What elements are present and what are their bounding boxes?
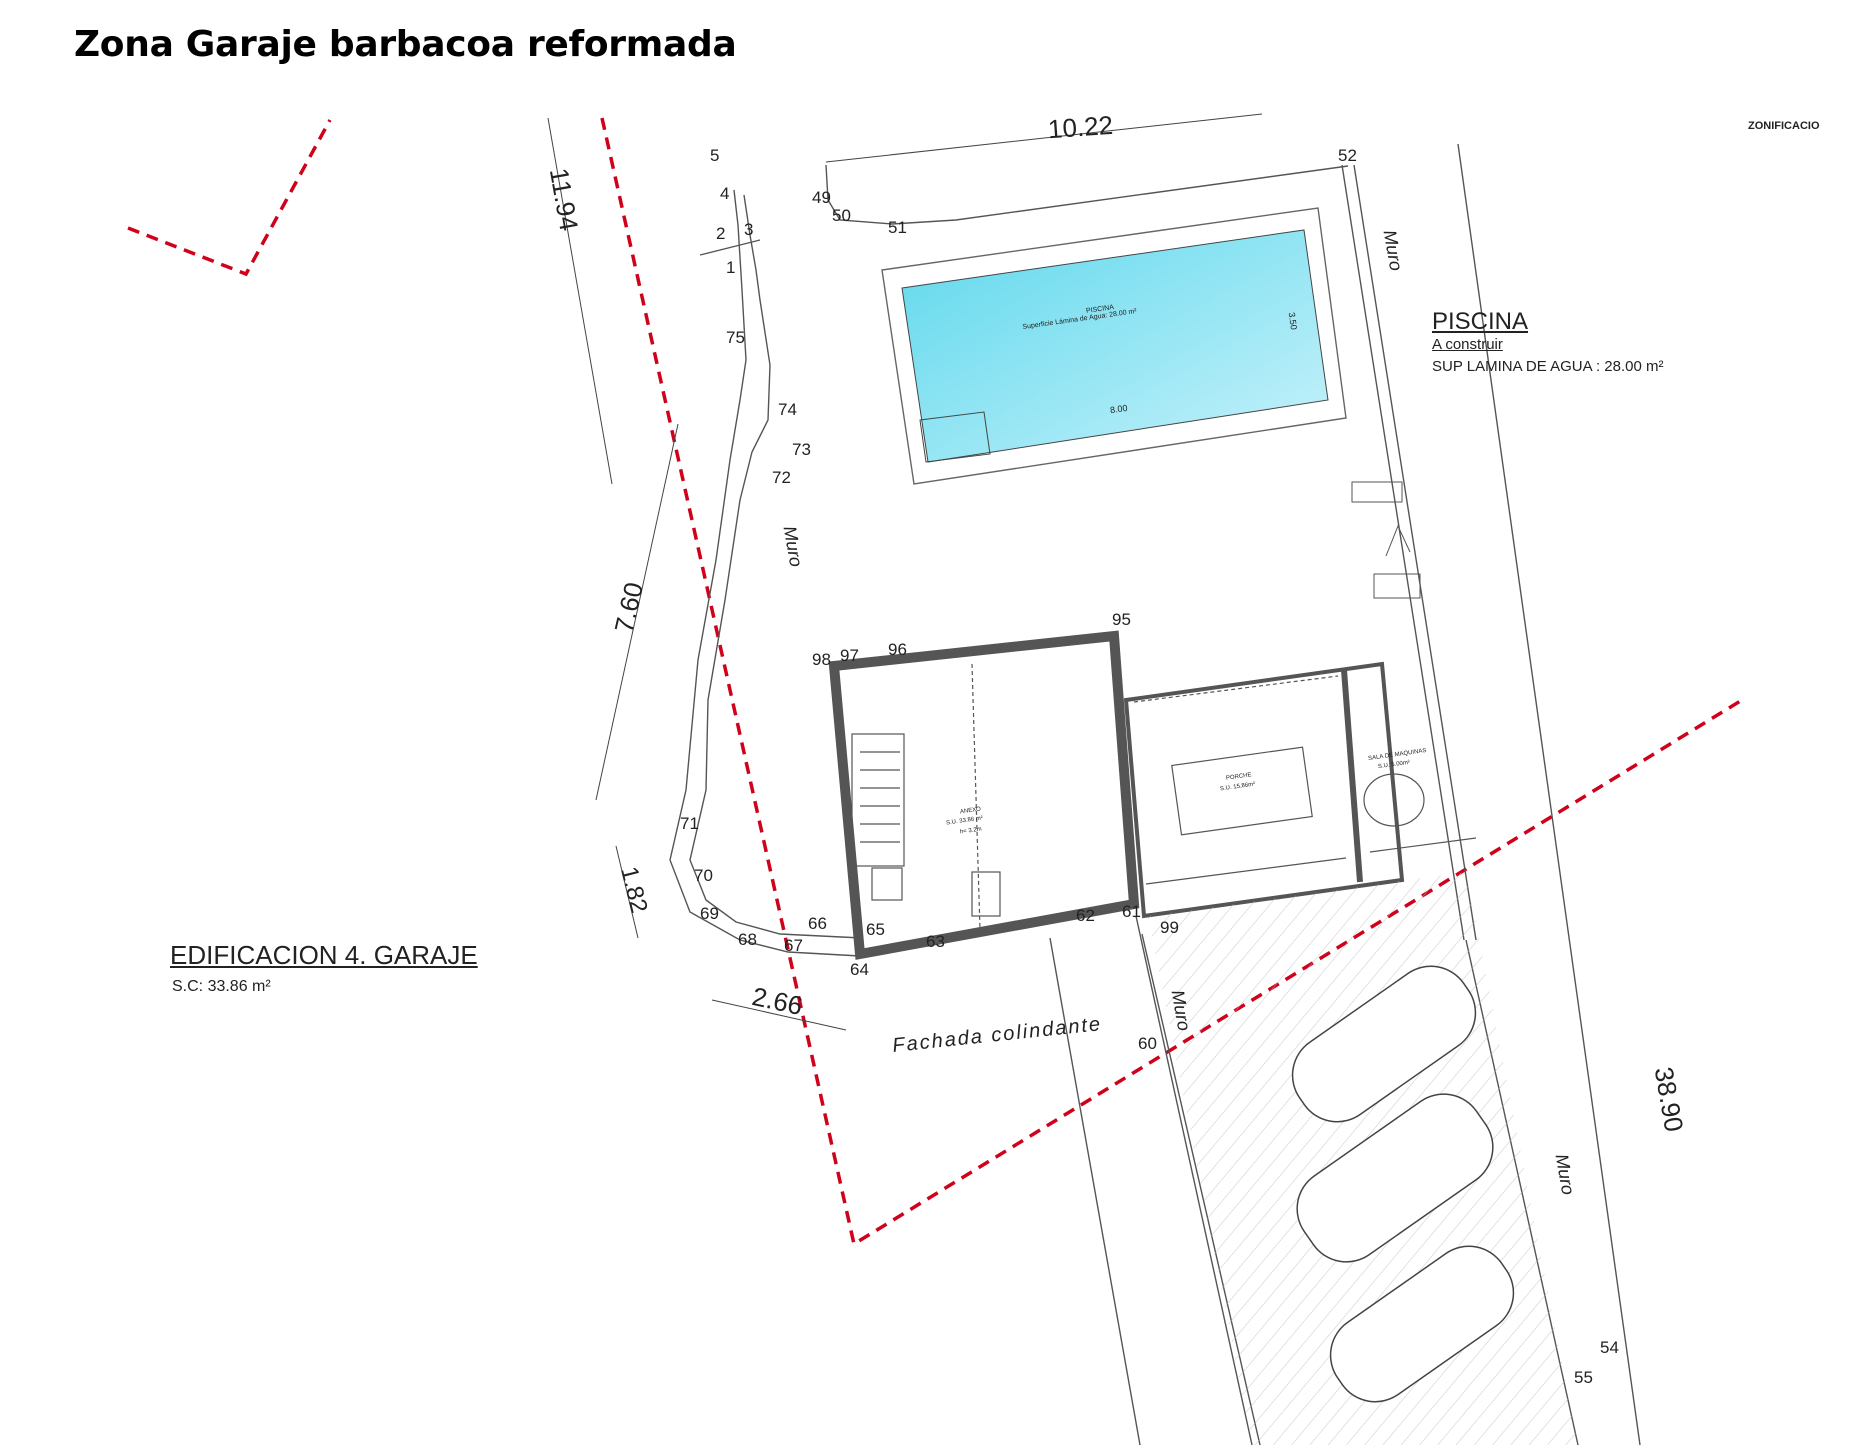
pool-side-elements <box>1351 481 1421 599</box>
point-70: 70 <box>694 866 713 885</box>
page-title: Zona Garaje barbacoa reformada <box>74 24 737 65</box>
point-61: 61 <box>1122 902 1141 921</box>
point-51: 51 <box>888 218 907 237</box>
point-73: 73 <box>792 440 811 459</box>
point-98: 98 <box>812 650 831 669</box>
garage-surface: S.C: 33.86 m² <box>172 978 271 995</box>
point-69: 69 <box>700 904 719 923</box>
garage-title: EDIFICACION 4. GARAJE <box>170 940 478 970</box>
dimension-top: 10.22 <box>1046 109 1115 145</box>
point-64: 64 <box>850 960 869 979</box>
pool <box>881 207 1347 485</box>
point-60: 60 <box>1138 1034 1157 1053</box>
parking-area <box>1148 872 1578 1445</box>
point-65: 65 <box>866 920 885 939</box>
point-4: 4 <box>720 184 730 203</box>
zonificacion-label: ZONIFICACIO <box>1748 120 1820 132</box>
point-1: 1 <box>726 258 736 277</box>
point-54: 54 <box>1600 1338 1619 1357</box>
point-62: 62 <box>1076 906 1095 925</box>
point-3: 3 <box>744 220 754 239</box>
point-63: 63 <box>926 932 945 951</box>
dimension-lines <box>547 113 1263 1031</box>
point-5: 5 <box>710 146 720 165</box>
point-49: 49 <box>812 188 831 207</box>
pool-surface: SUP LAMINA DE AGUA : 28.00 m² <box>1432 358 1664 375</box>
point-75: 75 <box>726 328 745 347</box>
garage-building <box>828 630 1477 960</box>
point-97: 97 <box>840 646 859 665</box>
point-55: 55 <box>1574 1368 1593 1387</box>
point-2: 2 <box>716 224 726 243</box>
point-99: 99 <box>1160 918 1179 937</box>
point-96: 96 <box>888 640 907 659</box>
pool-status: A construir <box>1432 336 1503 353</box>
point-72: 72 <box>772 468 791 487</box>
point-95: 95 <box>1112 610 1131 629</box>
point-67: 67 <box>784 936 803 955</box>
point-52: 52 <box>1338 146 1357 165</box>
point-50: 50 <box>832 206 851 225</box>
point-74: 74 <box>778 400 797 419</box>
pool-title: PISCINA <box>1432 308 1529 335</box>
point-66: 66 <box>808 914 827 933</box>
point-68: 68 <box>738 930 757 949</box>
point-71: 71 <box>680 814 699 833</box>
